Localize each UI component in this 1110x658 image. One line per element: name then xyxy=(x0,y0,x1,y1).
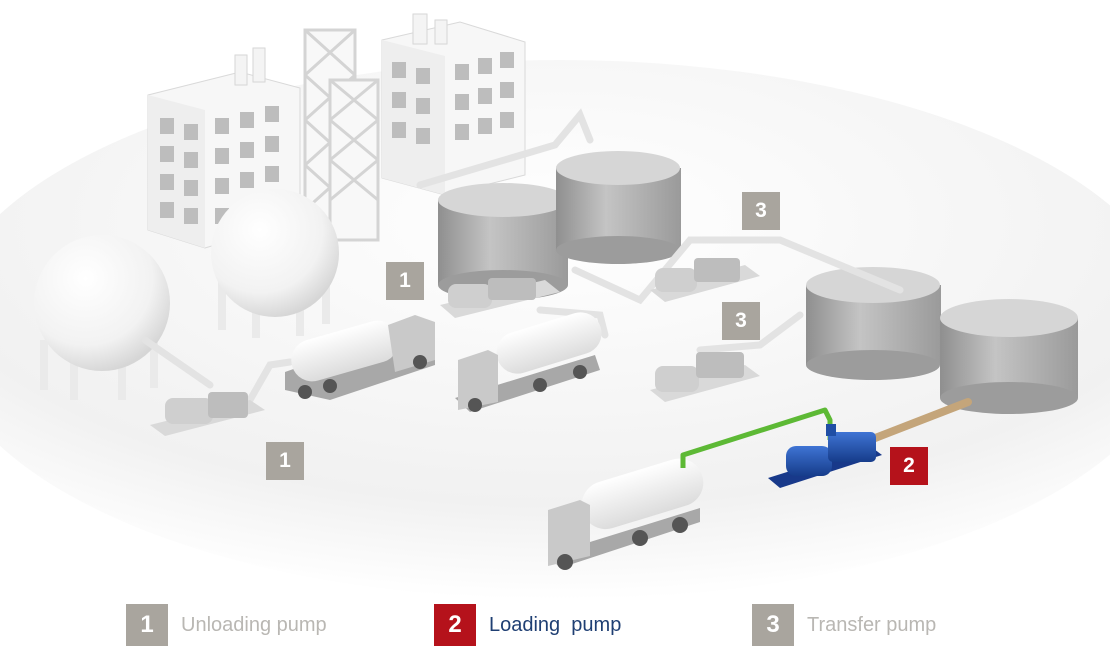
tanker-truck-front xyxy=(548,458,704,570)
building-right xyxy=(381,13,526,196)
unloading-pump-rear xyxy=(440,278,560,318)
tanker-truck-rear xyxy=(285,315,435,400)
legend-label-unloading: Unloading pump xyxy=(181,613,327,636)
transfer-pump-rear xyxy=(650,258,760,302)
badge-unloading-pump-front: 1 xyxy=(266,442,304,480)
legend-label-transfer: Transfer pump xyxy=(807,613,937,636)
storage-tank-2 xyxy=(556,151,681,264)
sphere-tank-left xyxy=(34,235,170,400)
legend-number-transfer: 3 xyxy=(752,604,794,646)
sphere-tank-right xyxy=(211,189,339,338)
badge-transfer-pump-front: 3 xyxy=(722,302,760,340)
legend-number-unloading: 1 xyxy=(126,604,168,646)
badge-transfer-pump-rear: 3 xyxy=(742,192,780,230)
process-pipes xyxy=(141,108,904,404)
legend-item-unloading: 1 Unloading pump xyxy=(126,604,327,646)
legend-number-loading: 2 xyxy=(434,604,476,646)
storage-tank-3 xyxy=(806,267,941,380)
transfer-line xyxy=(866,398,972,444)
badge-loading-pump: 2 xyxy=(890,447,928,485)
unloading-pump-front xyxy=(150,392,265,436)
legend-item-loading: 2 Loading pump xyxy=(434,604,621,646)
loading-pump xyxy=(768,424,882,488)
transfer-pump-front xyxy=(650,352,760,402)
legend: 1 Unloading pump 2 Loading pump 3 Transf… xyxy=(0,596,1110,656)
badge-unloading-pump-rear: 1 xyxy=(386,262,424,300)
legend-item-transfer: 3 Transfer pump xyxy=(752,604,936,646)
tanker-truck-middle xyxy=(455,312,602,412)
storage-tank-4 xyxy=(940,299,1078,414)
legend-label-loading: Loading pump xyxy=(489,613,622,636)
